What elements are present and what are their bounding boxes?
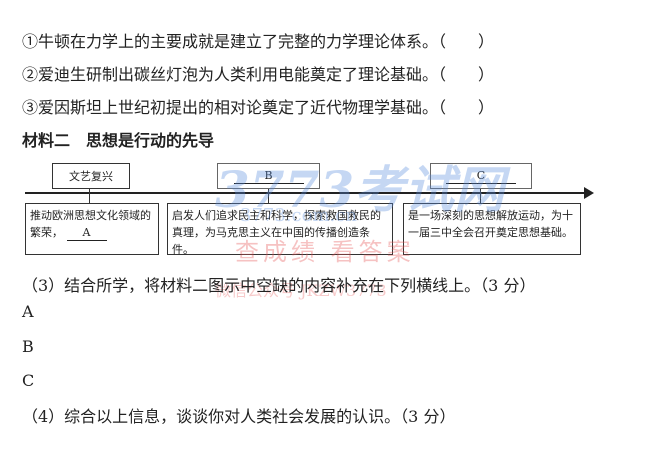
material-title: 材料二 思想是行动的先导 xyxy=(22,131,215,150)
blank-c: C xyxy=(446,169,516,184)
timeline-bottom-box-2: 启发人们追求民主和科学，探索救国救民的真理，为马克思主义在中国的传播创造条件。 xyxy=(167,203,393,256)
answer-b-label: B xyxy=(22,337,34,356)
timeline-top-box-c: C xyxy=(430,163,532,189)
statement-3: ③爱因斯坦上世纪初提出的相对论奠定了近代物理学基础。（ ） xyxy=(22,98,495,117)
timeline-bottom-box-3: 是一场深刻的思想解放运动，为十一届三中全会召开奠定思想基础。 xyxy=(403,203,581,255)
answer-c-label: C xyxy=(22,371,35,390)
arrow-head-icon xyxy=(584,187,594,199)
statement-1: ①牛顿在力学上的主要成就是建立了完整的力学理论体系。（ ） xyxy=(22,32,495,51)
timeline-top-box-b: B xyxy=(217,163,320,189)
answer-a-label: A xyxy=(22,302,34,321)
timeline-bottom-box-1: 推动欧洲思想文化领域的繁荣， A xyxy=(25,203,159,255)
blank-a: A xyxy=(66,226,107,241)
statement-2: ②爱迪生研制出碳丝灯泡为人类利用电能奠定了理论基础。（ ） xyxy=(22,65,495,84)
blank-b: B xyxy=(233,169,304,184)
question-3: （3）结合所学，将材料二图示中空缺的内容补充在下列横线上。（3 分） xyxy=(22,276,536,295)
timeline-axis xyxy=(25,192,585,194)
timeline-top-box-1: 文艺复兴 xyxy=(52,163,130,189)
question-4: （4）综合以上信息，谈谈你对人类社会发展的认识。（3 分） xyxy=(22,407,456,426)
